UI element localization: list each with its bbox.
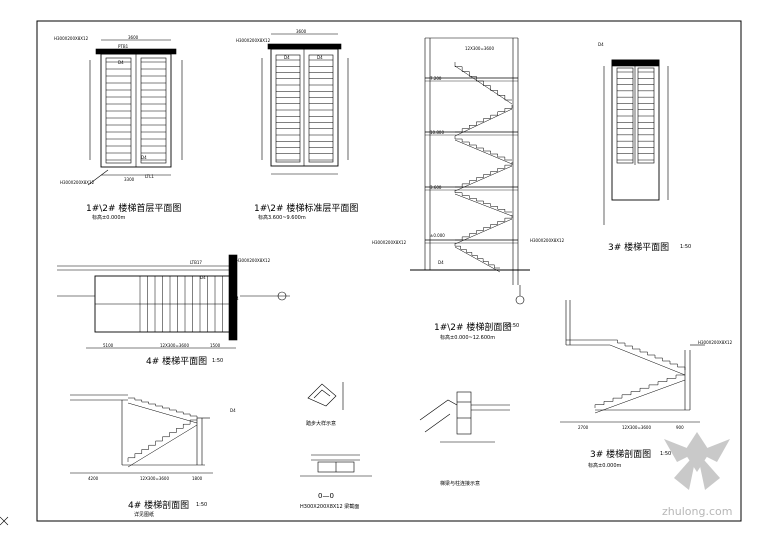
tag-d4: D4: [284, 55, 290, 60]
tag-ptb1: PTB1: [118, 44, 129, 49]
scale-plan-3: 1:50: [680, 244, 692, 250]
tag-steel: H300X200X8X12: [698, 340, 733, 345]
title-plan-12-first: 1#\2# 楼梯首层平面图: [86, 204, 182, 214]
detail-step: [307, 382, 344, 410]
dim-text: 1800: [192, 476, 203, 481]
cursor-cross-icon: [0, 516, 9, 526]
stair-soffit: [454, 246, 501, 273]
title-detail-support: 梯梁与柱连接示意: [440, 481, 481, 487]
stair-soffit: [454, 165, 513, 192]
dim-text: ±0.000: [430, 233, 445, 238]
scale-section-3: 1:50: [660, 451, 672, 457]
stair-soffit: [127, 402, 198, 424]
note-plan-12-first: 标高±0.000m: [92, 215, 126, 221]
dim-text: 12X300=3600: [160, 343, 189, 348]
dim-text: 3600: [296, 29, 307, 34]
tag-steel: H300X200X8X12: [372, 240, 407, 245]
title-section-12: 1#\2# 楼梯剖面图: [434, 323, 512, 333]
title-plan-12-std: 1#\2# 楼梯标准层平面图: [254, 204, 359, 214]
tag-ltb17: LTB17: [636, 60, 648, 65]
stair-soffit: [454, 218, 513, 245]
tag-steel: H300X200X8X12: [236, 38, 271, 43]
detail-beam: [300, 454, 372, 477]
tag-steel: H300X200X8X12: [236, 258, 271, 263]
plan-12-std: [261, 33, 349, 175]
watermark-logo-icon: [664, 432, 730, 490]
dim-text: 3600: [128, 35, 139, 40]
stair-soffit: [594, 379, 686, 414]
tag-d4: D4: [233, 296, 239, 301]
stair-soffit: [454, 193, 513, 217]
dim-text: 12X300=3600: [140, 476, 169, 481]
dim-text: 12X300=3600: [465, 46, 494, 51]
tag-ltl1: LTL1: [145, 174, 154, 179]
tag-d4: D4: [317, 55, 323, 60]
tag-ltb17: LTB17: [190, 260, 202, 265]
tag-steel: H300X200X8X12: [54, 36, 89, 41]
detail-support: [419, 391, 510, 443]
dim-text: 5100: [103, 343, 114, 348]
section-12: [410, 37, 530, 305]
tag-d4: D4: [438, 260, 444, 265]
sheet-border: [36, 20, 742, 522]
stair-soffit: [127, 424, 198, 468]
tag-d4: D4: [118, 60, 124, 65]
dim-text: 12X300=3600: [622, 425, 651, 430]
scale-section-12: 1:50: [508, 323, 520, 329]
dim-text: 900: [676, 425, 684, 430]
stair-soffit: [454, 139, 513, 165]
dim-text: 1500: [210, 343, 221, 348]
title-detail-step: 踏步大样示意: [306, 421, 337, 427]
tag-d4: D4: [141, 155, 147, 160]
dim-text: 7.200: [430, 76, 442, 81]
section-3: [560, 300, 705, 423]
section-4: [70, 394, 213, 474]
title-plan-3: 3# 楼梯平面图: [608, 243, 670, 253]
dim-text: 10.800: [430, 130, 444, 135]
tag-steel: H300X200X8X12: [530, 238, 565, 243]
plan-12-first: [87, 39, 183, 186]
note-section-4: 详见图纸: [134, 512, 155, 518]
dim-text: 2700: [578, 425, 589, 430]
note-detail-beam: H300X200X8X12 梁截面: [300, 504, 360, 510]
plan-4: [57, 254, 290, 349]
scale-plan-4: 1:50: [212, 358, 224, 364]
title-section-3: 3# 楼梯剖面图: [590, 450, 652, 460]
stair-soffit: [454, 65, 513, 105]
title-section-4: 4# 楼梯剖面图: [128, 501, 190, 511]
tag-steel: H300X200X8X12: [60, 180, 95, 185]
stair-soffit: [609, 344, 686, 376]
note-section-12: 标高±0.000~12.600m: [440, 335, 496, 341]
scale-section-4: 1:50: [196, 502, 208, 508]
note-plan-12-std: 标高3.600~9.600m: [258, 215, 306, 221]
title-detail-beam: 0—0: [318, 492, 334, 500]
watermark-text: zhulong.com: [662, 505, 733, 518]
stair-soffit: [454, 108, 513, 137]
tag-d4: D4: [200, 275, 206, 280]
dim-text: 4200: [88, 476, 99, 481]
tag-d4: D4: [598, 42, 604, 47]
dim-text: 3.600: [430, 185, 442, 190]
tag-d4: D4: [230, 408, 236, 413]
plan-3: [603, 59, 669, 225]
note-section-3: 标高±0.000m: [588, 463, 622, 469]
dim-text: 3300: [124, 177, 135, 182]
title-plan-4: 4# 楼梯平面图: [146, 357, 208, 367]
